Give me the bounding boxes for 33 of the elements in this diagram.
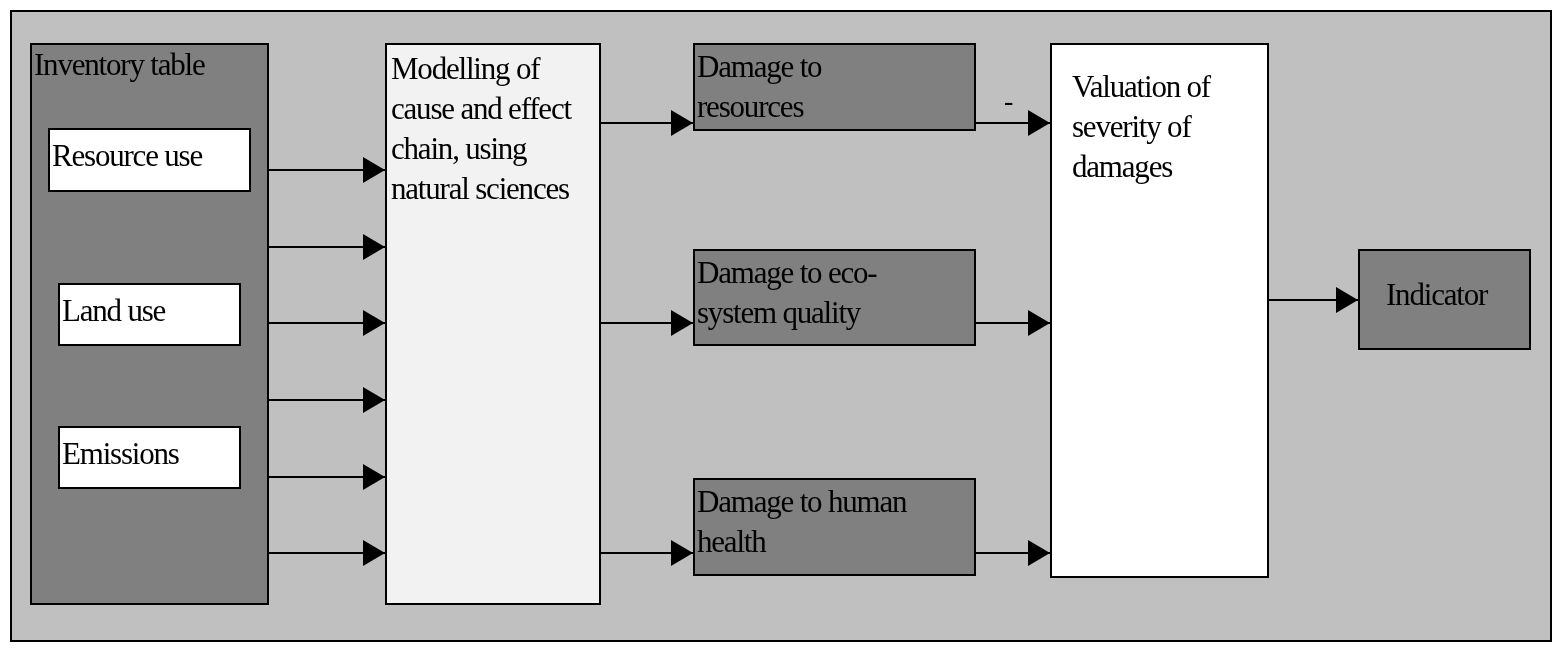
process-box [693, 249, 976, 346]
input-box [48, 128, 251, 192]
arrow [600, 110, 694, 136]
box-label: Damage to human health [697, 483, 908, 561]
box-label: Damage to eco-system quality [697, 254, 878, 332]
output-box [1358, 249, 1531, 350]
arrow [600, 540, 694, 566]
arrow [975, 540, 1051, 566]
process-box [693, 478, 976, 576]
arrow [975, 110, 1051, 136]
box-label: Land use [62, 292, 167, 330]
arrow [268, 234, 386, 260]
box-label: Inventory table [34, 46, 206, 84]
process-box [385, 43, 601, 605]
input-box [58, 426, 241, 489]
group-box [30, 43, 269, 605]
arrow [268, 387, 386, 413]
box-label: Damage to resources [697, 48, 823, 126]
arrow [1268, 287, 1359, 313]
box-label: Emissions [62, 435, 180, 473]
box-label: Modelling of cause and effect chain, using natural sciences [391, 50, 573, 208]
arrow [268, 310, 386, 336]
process-box [1050, 43, 1269, 578]
arrow [600, 310, 694, 336]
arrow [268, 464, 386, 490]
box-label: Indicator [1386, 276, 1489, 314]
arrow [268, 157, 386, 183]
input-box [58, 283, 241, 346]
box-label: Valuation of severity of damages [1072, 68, 1212, 186]
arrow [975, 310, 1051, 336]
arrow [268, 540, 386, 566]
process-box [693, 43, 976, 131]
box-label: Resource use [52, 137, 204, 175]
